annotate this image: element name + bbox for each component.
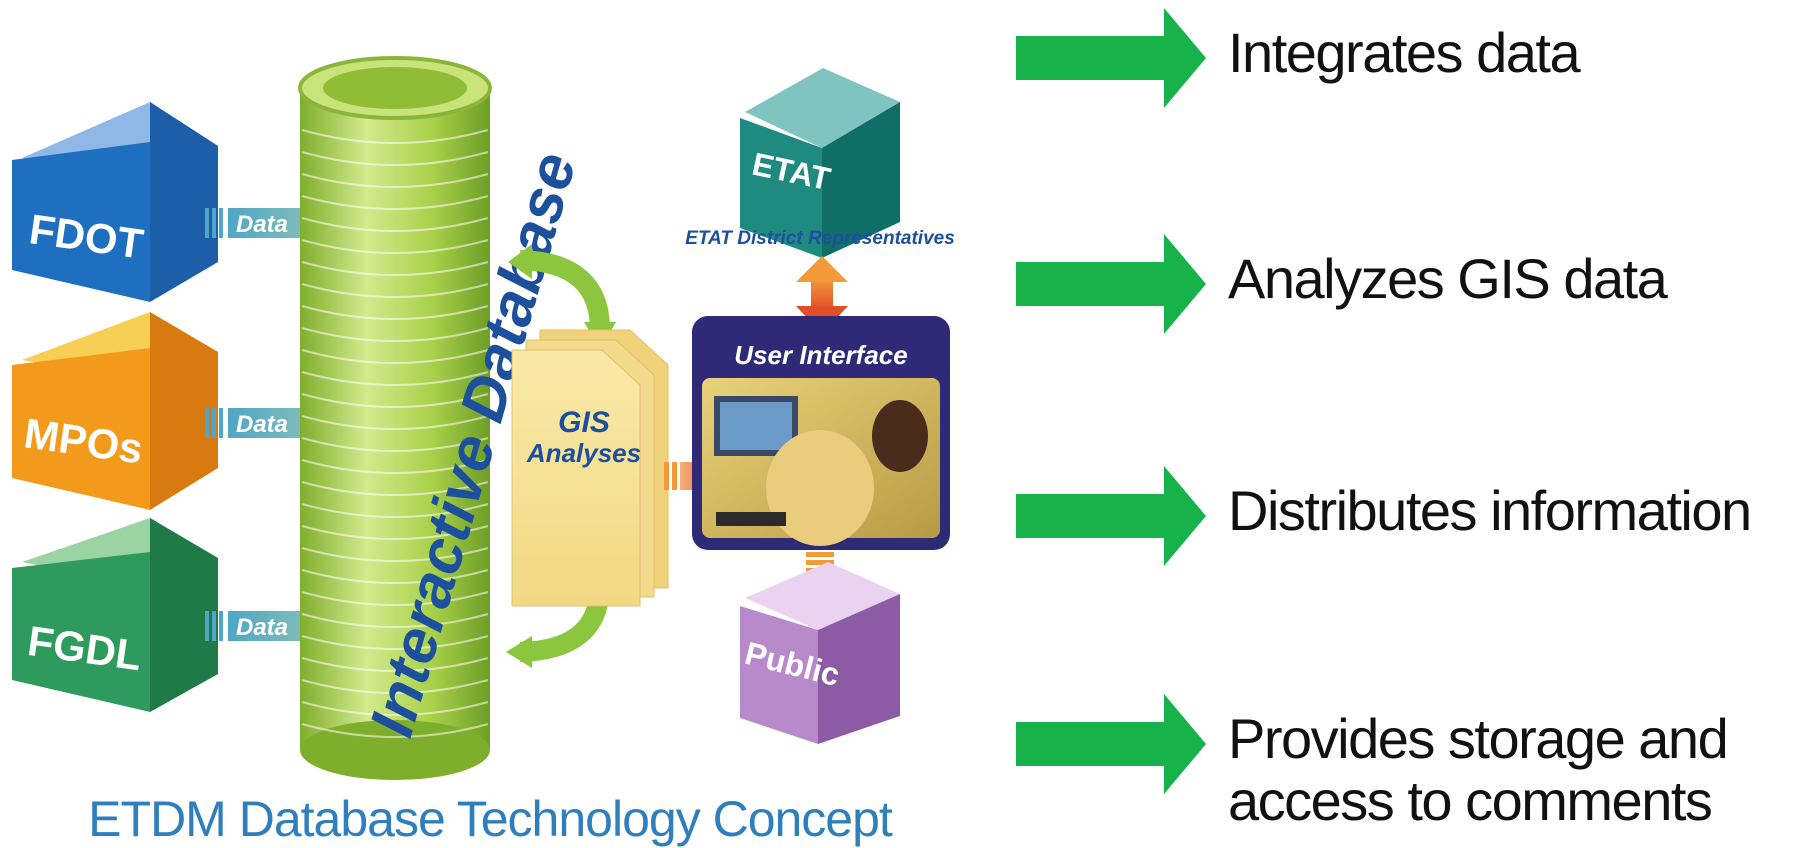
feature-text-line1: Provides storage and	[1228, 707, 1729, 770]
diagram-caption: ETDM Database Technology Concept	[88, 791, 893, 847]
keyboard-icon	[716, 512, 786, 526]
cylinder-ring	[301, 261, 489, 276]
feature-item-storage: Provides storage and access to comments	[1016, 694, 1806, 834]
user-interface-panel: User Interface	[692, 316, 950, 550]
data-label: Data	[236, 614, 288, 641]
cylinder-ring	[301, 591, 489, 606]
person-blonde	[766, 430, 874, 546]
feature-text: Analyzes GIS data	[1228, 247, 1668, 310]
feature-item-analyzes: Analyzes GIS data	[1016, 234, 1806, 334]
etat-caption: ETAT District Representatives	[685, 228, 955, 249]
cylinder-ring	[301, 459, 489, 474]
cylinder-ring	[301, 415, 489, 430]
public-box: Public	[740, 562, 900, 744]
cylinder-ring	[301, 217, 489, 232]
cylinder-ring	[301, 327, 489, 342]
green-arrow-icon	[1016, 234, 1206, 334]
green-arrow-icon	[1016, 694, 1206, 794]
cylinder-ring	[301, 679, 489, 694]
etat-box: ETAT	[740, 68, 900, 258]
gis-label: GIS	[558, 406, 610, 439]
cylinder-ring	[301, 613, 489, 628]
feature-text: Distributes information	[1228, 479, 1752, 542]
data-label: Data	[236, 211, 288, 238]
cylinder-ring	[301, 723, 489, 738]
cylinder-ring	[301, 349, 489, 364]
cylinder-ring	[301, 481, 489, 496]
cylinder-ring	[301, 701, 489, 716]
cylinder-ring	[301, 129, 489, 144]
cylinder-ring	[301, 173, 489, 188]
feature-item-distributes: Distributes information	[1016, 466, 1806, 566]
cylinder-ring	[301, 195, 489, 210]
analyses-label: Analyses	[526, 438, 641, 468]
feature-text-line2: access to comments	[1228, 769, 1713, 832]
person-brunette	[872, 400, 928, 472]
fgdl-source-box: FGDL	[12, 518, 218, 712]
feature-item-integrates: Integrates data	[1016, 8, 1806, 108]
feature-text: Integrates data	[1228, 21, 1581, 84]
cylinder-ring	[301, 437, 489, 452]
fdot-source-box: FDOT	[12, 102, 218, 302]
green-arrow-icon	[1016, 466, 1206, 566]
gis-analyses-stack: GIS Analyses	[511, 329, 669, 607]
cylinder-ring	[301, 525, 489, 540]
cylinder-ring	[301, 503, 489, 518]
cylinder-ring	[301, 635, 489, 650]
mpos-source-box: MPOs	[12, 312, 218, 510]
green-arrow-icon	[1016, 8, 1206, 108]
cylinder-ring	[301, 283, 489, 298]
cylinder-ring	[301, 239, 489, 254]
cylinder-ring	[301, 371, 489, 386]
data-label: Data	[236, 411, 288, 438]
user-interface-label: User Interface	[734, 340, 907, 370]
cylinder-ring	[301, 569, 489, 584]
cylinder-ring	[301, 547, 489, 562]
cylinder-ring	[301, 151, 489, 166]
cylinder-ring	[301, 393, 489, 408]
cylinder-ring	[301, 657, 489, 672]
cylinder-ring	[301, 305, 489, 320]
